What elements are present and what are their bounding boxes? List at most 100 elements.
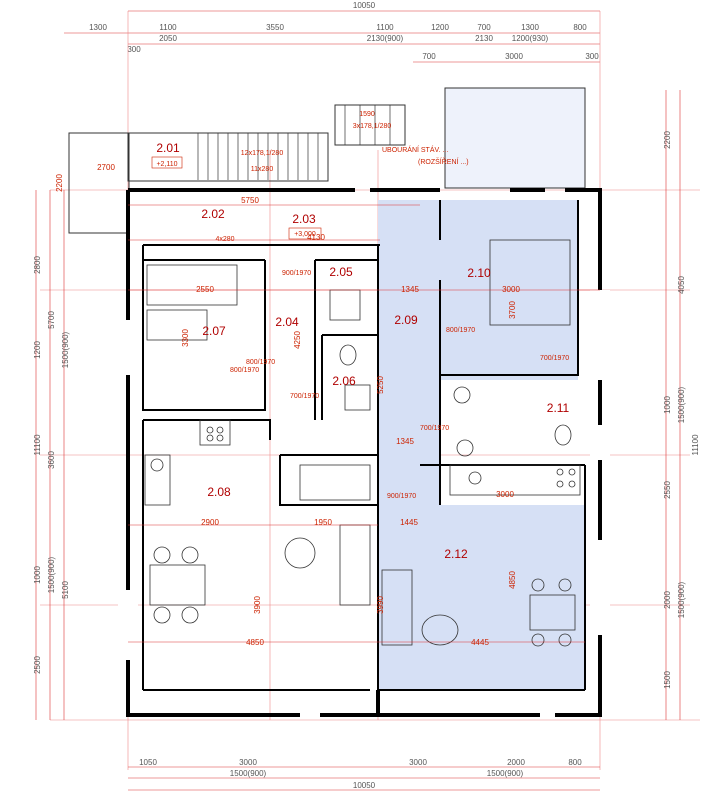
dim-bottom-5: 800	[568, 758, 582, 767]
door-label-4: 700/1970	[420, 425, 449, 432]
dim-2550: 2550	[196, 285, 214, 294]
dim-right-5: 11100	[691, 434, 700, 456]
dim-top-1: 1300	[89, 23, 107, 32]
dim-top-2: 1100	[159, 23, 177, 32]
dim-top-r2-6: 300	[585, 52, 599, 61]
dim-4250: 4250	[293, 331, 302, 349]
stair-dim-12x178: 12x178,1/280	[241, 150, 284, 157]
exterior-stair: 1590 3x178,1/280 12x178,1/280 11x280 4x2…	[68, 104, 406, 243]
dim-left-5: 11100	[33, 434, 42, 456]
dim-left-4: 1500(900)	[61, 331, 70, 368]
dim-4130: 4130	[307, 233, 325, 242]
dim-1345: 1345	[401, 285, 419, 294]
dim-left-3: 1200	[33, 341, 42, 359]
dim-5750: 5750	[241, 196, 259, 205]
right-dimensions: 2200 4050 1000 1500(900) 11100 2550 2000…	[663, 90, 700, 720]
room-2-04: 2.04	[275, 315, 299, 329]
dim-5250: 5250	[376, 376, 385, 394]
dim-right-9: 1500	[663, 671, 672, 689]
left-dimensions: 2800 5700 1200 1500(900) 11100 3600 1000…	[33, 190, 70, 720]
dim-4850v: 4850	[508, 571, 517, 589]
dim-3300: 3300	[181, 329, 190, 347]
dim-top-r2-5: 1200(930)	[512, 34, 549, 43]
note-line-2: (ROZŠÍŘENÍ ...)	[418, 157, 469, 166]
dim-bottom-total: 10050	[353, 781, 376, 790]
dim-1345b: 1345	[396, 437, 414, 446]
fixtures	[144, 239, 581, 647]
demolition-note: UBOURÁNÍ STÁV. ... (ROZŠÍŘENÍ ...)	[382, 145, 469, 166]
dim-bottom-2: 3000	[239, 758, 257, 767]
room-2-09: 2.09	[394, 313, 418, 327]
room-2-11: 2.11	[547, 401, 570, 415]
dim-2200: 2200	[55, 174, 64, 192]
door-label-5: 900/1970	[282, 270, 311, 277]
dim-4850: 4850	[246, 638, 264, 647]
room-2-03-level: +3,000	[294, 231, 316, 238]
dim-left-1: 2800	[33, 256, 42, 274]
door-label-7: 700/1970	[540, 355, 569, 362]
dim-3900: 3900	[253, 596, 262, 614]
dim-3990: 3990	[376, 596, 385, 614]
dim-top-r2-2: 2050	[159, 34, 177, 43]
dim-top-r3-1: 700	[422, 52, 436, 61]
dim-bottom-3: 3000	[409, 758, 427, 767]
dim-right-8: 1500(900)	[677, 581, 686, 618]
dim-top-8: 800	[573, 23, 587, 32]
highlighted-unit	[378, 87, 586, 690]
dim-top-r2-4: 2130	[475, 34, 493, 43]
room-2-01-level: +2,110	[156, 161, 177, 168]
dim-1445: 1445	[400, 518, 418, 527]
door-label-2: 800/1970	[446, 327, 475, 334]
dim-left-10: 2500	[33, 656, 42, 674]
room-2-10: 2.10	[467, 266, 491, 280]
room-labels: 2.01 +2,110 2.02 2.03 +3,000 2.04 2.05 2…	[151, 141, 570, 561]
inner-dimensions: 5750 4130 2550 3000 1345 2900 1950 4850 …	[55, 163, 600, 647]
dim-3000: 3000	[502, 285, 520, 294]
dim-top-r2-3: 2130(900)	[367, 34, 404, 43]
dim-3000b: 3000	[496, 490, 514, 499]
top-dimensions: 10050 1300 1100 3550 1100 1200 700 1300 …	[64, 1, 600, 63]
door-label-6: 800/1970	[230, 367, 259, 374]
bottom-dimensions: 1050 3000 3000 2000 800 1500(900) 1500(9…	[128, 758, 600, 791]
stair-dim-11x280: 11x280	[251, 166, 274, 173]
door-label-3: 700/1970	[290, 393, 319, 400]
dim-top-r2-1: 300	[127, 45, 141, 54]
dim-2700: 2700	[97, 163, 115, 172]
dim-top-7: 1300	[521, 23, 539, 32]
room-2-12: 2.12	[444, 547, 468, 561]
stair-dim-1590: 1590	[359, 111, 375, 118]
dim-right-6: 2550	[663, 481, 672, 499]
stair-dim-3x178: 3x178,1/280	[353, 123, 392, 130]
dim-right-7: 2000	[663, 591, 672, 609]
room-2-03: 2.03	[292, 212, 316, 226]
dim-top-4: 1100	[376, 23, 394, 32]
dim-left-8: 1500(900)	[47, 556, 56, 593]
dim-left-9: 5100	[61, 581, 70, 599]
dim-bottom-1: 1050	[139, 758, 157, 767]
stair-dim-4x280: 4x280	[215, 236, 234, 243]
room-2-01: 2.01	[156, 141, 180, 155]
walls	[118, 188, 610, 717]
dim-1950: 1950	[314, 518, 332, 527]
dim-right-2: 4050	[677, 276, 686, 294]
door-label-1: 800/1970	[246, 359, 275, 366]
dim-left-2: 5700	[47, 311, 56, 329]
room-2-06: 2.06	[332, 374, 356, 388]
room-2-05: 2.05	[329, 265, 353, 279]
dim-4445: 4445	[471, 638, 489, 647]
room-2-08: 2.08	[207, 485, 231, 499]
dim-total-top: 10050	[353, 1, 376, 10]
dim-top-6: 700	[477, 23, 491, 32]
door-labels: 800/1970 800/1970 700/1970 700/1970 900/…	[230, 270, 569, 500]
dim-left-7: 1000	[33, 566, 42, 584]
room-2-02: 2.02	[201, 207, 225, 221]
dim-top-r3-2: 3000	[505, 52, 523, 61]
note-line-1: UBOURÁNÍ STÁV. ...	[382, 145, 448, 154]
dim-right-3: 1000	[663, 396, 672, 414]
dim-right-1: 2200	[663, 131, 672, 149]
dim-3700: 3700	[508, 301, 517, 319]
dim-bottom-r2-1: 1500(900)	[230, 769, 267, 778]
dim-top-3: 3550	[266, 23, 284, 32]
dim-bottom-4: 2000	[507, 758, 525, 767]
